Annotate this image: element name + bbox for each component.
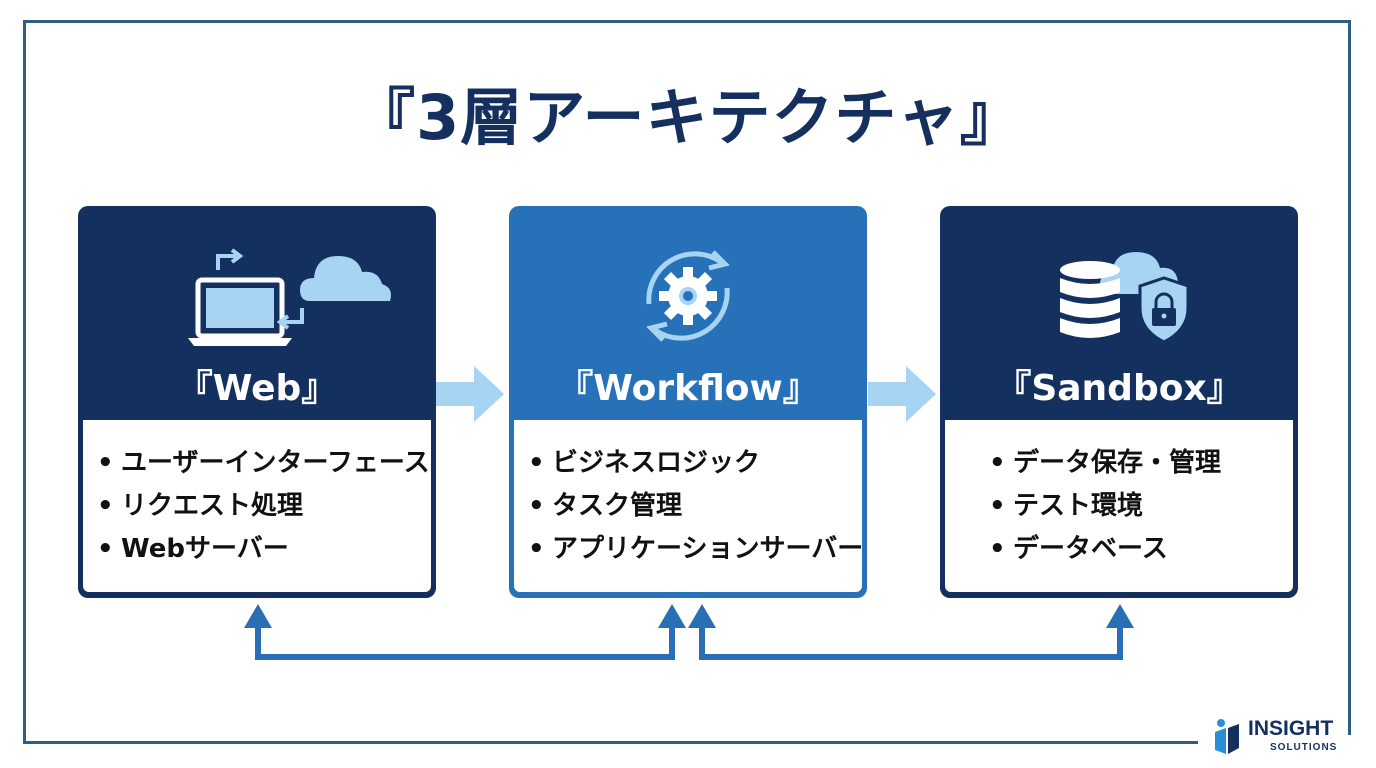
item-text: リクエスト処理 (121, 491, 304, 521)
list-item: •テスト環境 (989, 485, 1293, 528)
logo-mark-icon (1215, 719, 1239, 754)
flow-arrow-web-to-workflow (436, 366, 504, 422)
sandbox-card-title: 『Sandbox』 (995, 368, 1243, 409)
bullet: • (989, 491, 1006, 521)
workflow-card-body: •ビジネスロジック •タスク管理 •アプリケーションサーバー (514, 420, 864, 592)
bullet: • (528, 491, 545, 521)
bullet: • (989, 534, 1006, 564)
item-text: Webサーバー (121, 534, 289, 564)
item-text: テスト環境 (1013, 491, 1144, 521)
list-item: •タスク管理 (528, 485, 862, 528)
gear-cycle-icon (646, 250, 730, 342)
list-item: •データベース (989, 528, 1293, 571)
item-text: データ保存・管理 (1013, 448, 1222, 478)
sandbox-card-header: 『Sandbox』 (940, 206, 1298, 420)
insight-solutions-logo: INSIGHT SOLUTIONS (1212, 716, 1362, 760)
bullet: • (97, 491, 114, 521)
web-card-body: •ユーザーインターフェース •リクエスト処理 •Webサーバー (83, 420, 431, 592)
bullet: • (97, 534, 114, 564)
web-card-title: 『Web』 (176, 368, 338, 409)
list-item: •ユーザーインターフェース (97, 442, 431, 485)
sandbox-layer-card: 『Sandbox』 •データ保存・管理 •テスト環境 •データベース (940, 206, 1298, 598)
database-cloud-lock-icon (1060, 252, 1190, 344)
list-item: •リクエスト処理 (97, 485, 431, 528)
list-item: •データ保存・管理 (989, 442, 1293, 485)
bullet: • (989, 448, 1006, 478)
bullet: • (97, 448, 114, 478)
list-item: •ビジネスロジック (528, 442, 862, 485)
bullet: • (528, 534, 545, 564)
item-text: アプリケーションサーバー (552, 534, 864, 564)
item-text: データベース (1013, 534, 1168, 564)
item-text: タスク管理 (552, 491, 683, 521)
flow-arrow-workflow-to-sandbox (868, 366, 936, 422)
workflow-card-header: 『Workflow』 (509, 206, 867, 420)
logo-subtitle: SOLUTIONS (1270, 742, 1338, 753)
sandbox-card-body: •データ保存・管理 •テスト環境 •データベース (945, 420, 1293, 592)
laptop-cloud-icon (188, 248, 391, 346)
list-item: •Webサーバー (97, 528, 431, 571)
list-item: •アプリケーションサーバー (528, 528, 864, 571)
workflow-layer-card: 『Workflow』 •ビジネスロジック •タスク管理 •アプリケーションサーバ… (509, 206, 867, 598)
item-text: ビジネスロジック (552, 448, 761, 478)
item-text: ユーザーインターフェース (121, 448, 430, 478)
frame-gap (1198, 735, 1368, 755)
page-title: 『3層アーキテクチャ』 (353, 81, 1023, 154)
web-card-header: 『Web』 (78, 206, 436, 420)
bullet: • (528, 448, 545, 478)
web-layer-card: 『Web』 •ユーザーインターフェース •リクエスト処理 •Webサーバー (78, 206, 436, 598)
workflow-card-title: 『Workflow』 (557, 368, 819, 409)
logo-name: INSIGHT (1248, 717, 1334, 740)
